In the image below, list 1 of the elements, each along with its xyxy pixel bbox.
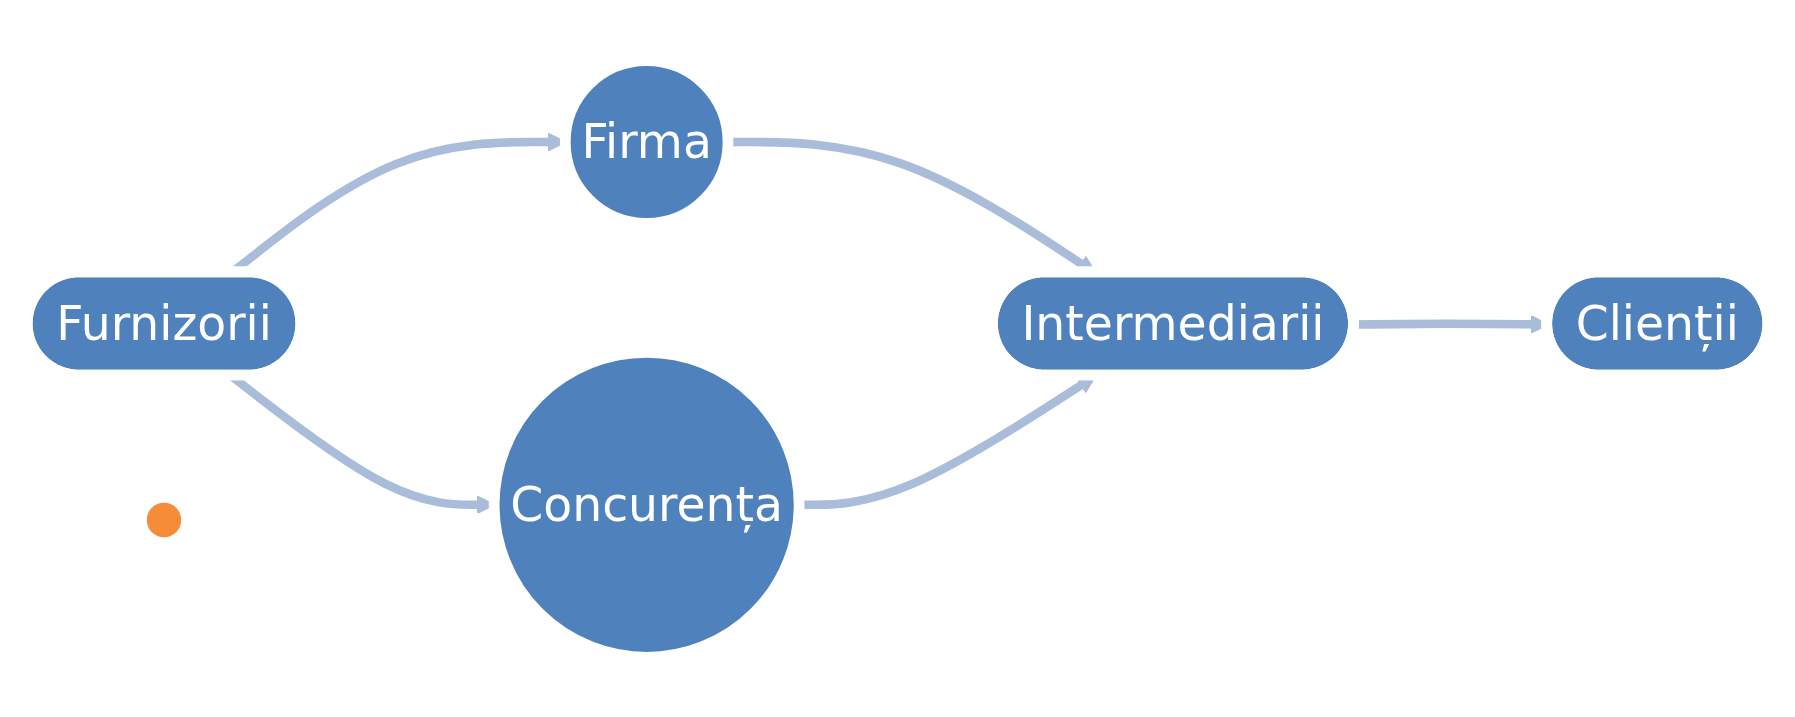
node-circle [146,502,182,537]
